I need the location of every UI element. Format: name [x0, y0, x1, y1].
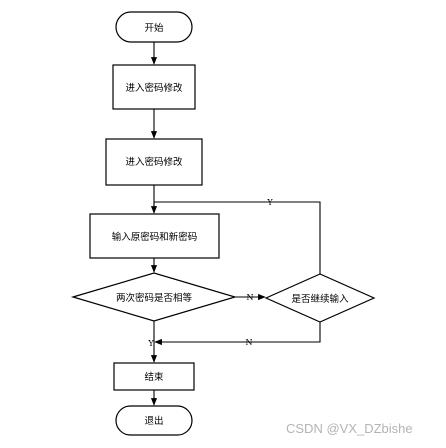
- finish-label: 结束: [144, 371, 164, 383]
- input-passwords-label: 输入原密码和新密码: [112, 231, 198, 243]
- watermark: CSDN @VX_DZbishe: [286, 421, 413, 436]
- enter-modify-node-1: 进入密码修改: [112, 64, 196, 110]
- edge-continue-yes-label: Y: [266, 198, 273, 207]
- enter-modify-label-2: 进入密码修改: [125, 156, 183, 168]
- check-match-label: 两次密码是否相等: [116, 292, 193, 304]
- check-match-decision: 两次密码是否相等: [70, 272, 238, 322]
- exit-node: 退出: [115, 405, 193, 436]
- edge-continue-no-label: N: [246, 338, 253, 347]
- edge-check-no-label: N: [247, 293, 254, 302]
- enter-modify-label-1: 进入密码修改: [125, 82, 183, 94]
- start-label: 开始: [144, 22, 164, 34]
- input-passwords-node: 输入原密码和新密码: [89, 213, 220, 259]
- edge-continue-no: [154, 322, 321, 346]
- edge-check-yes-label: Y: [147, 339, 154, 348]
- enter-modify-node-2: 进入密码修改: [105, 138, 203, 186]
- continue-input-decision: 是否继续输入: [264, 273, 376, 323]
- start-node: 开始: [115, 11, 193, 43]
- finish-node: 结束: [113, 362, 195, 391]
- edge-continue-yes: [153, 201, 321, 274]
- continue-input-label: 是否继续输入: [291, 293, 349, 305]
- exit-label: 退出: [144, 415, 163, 427]
